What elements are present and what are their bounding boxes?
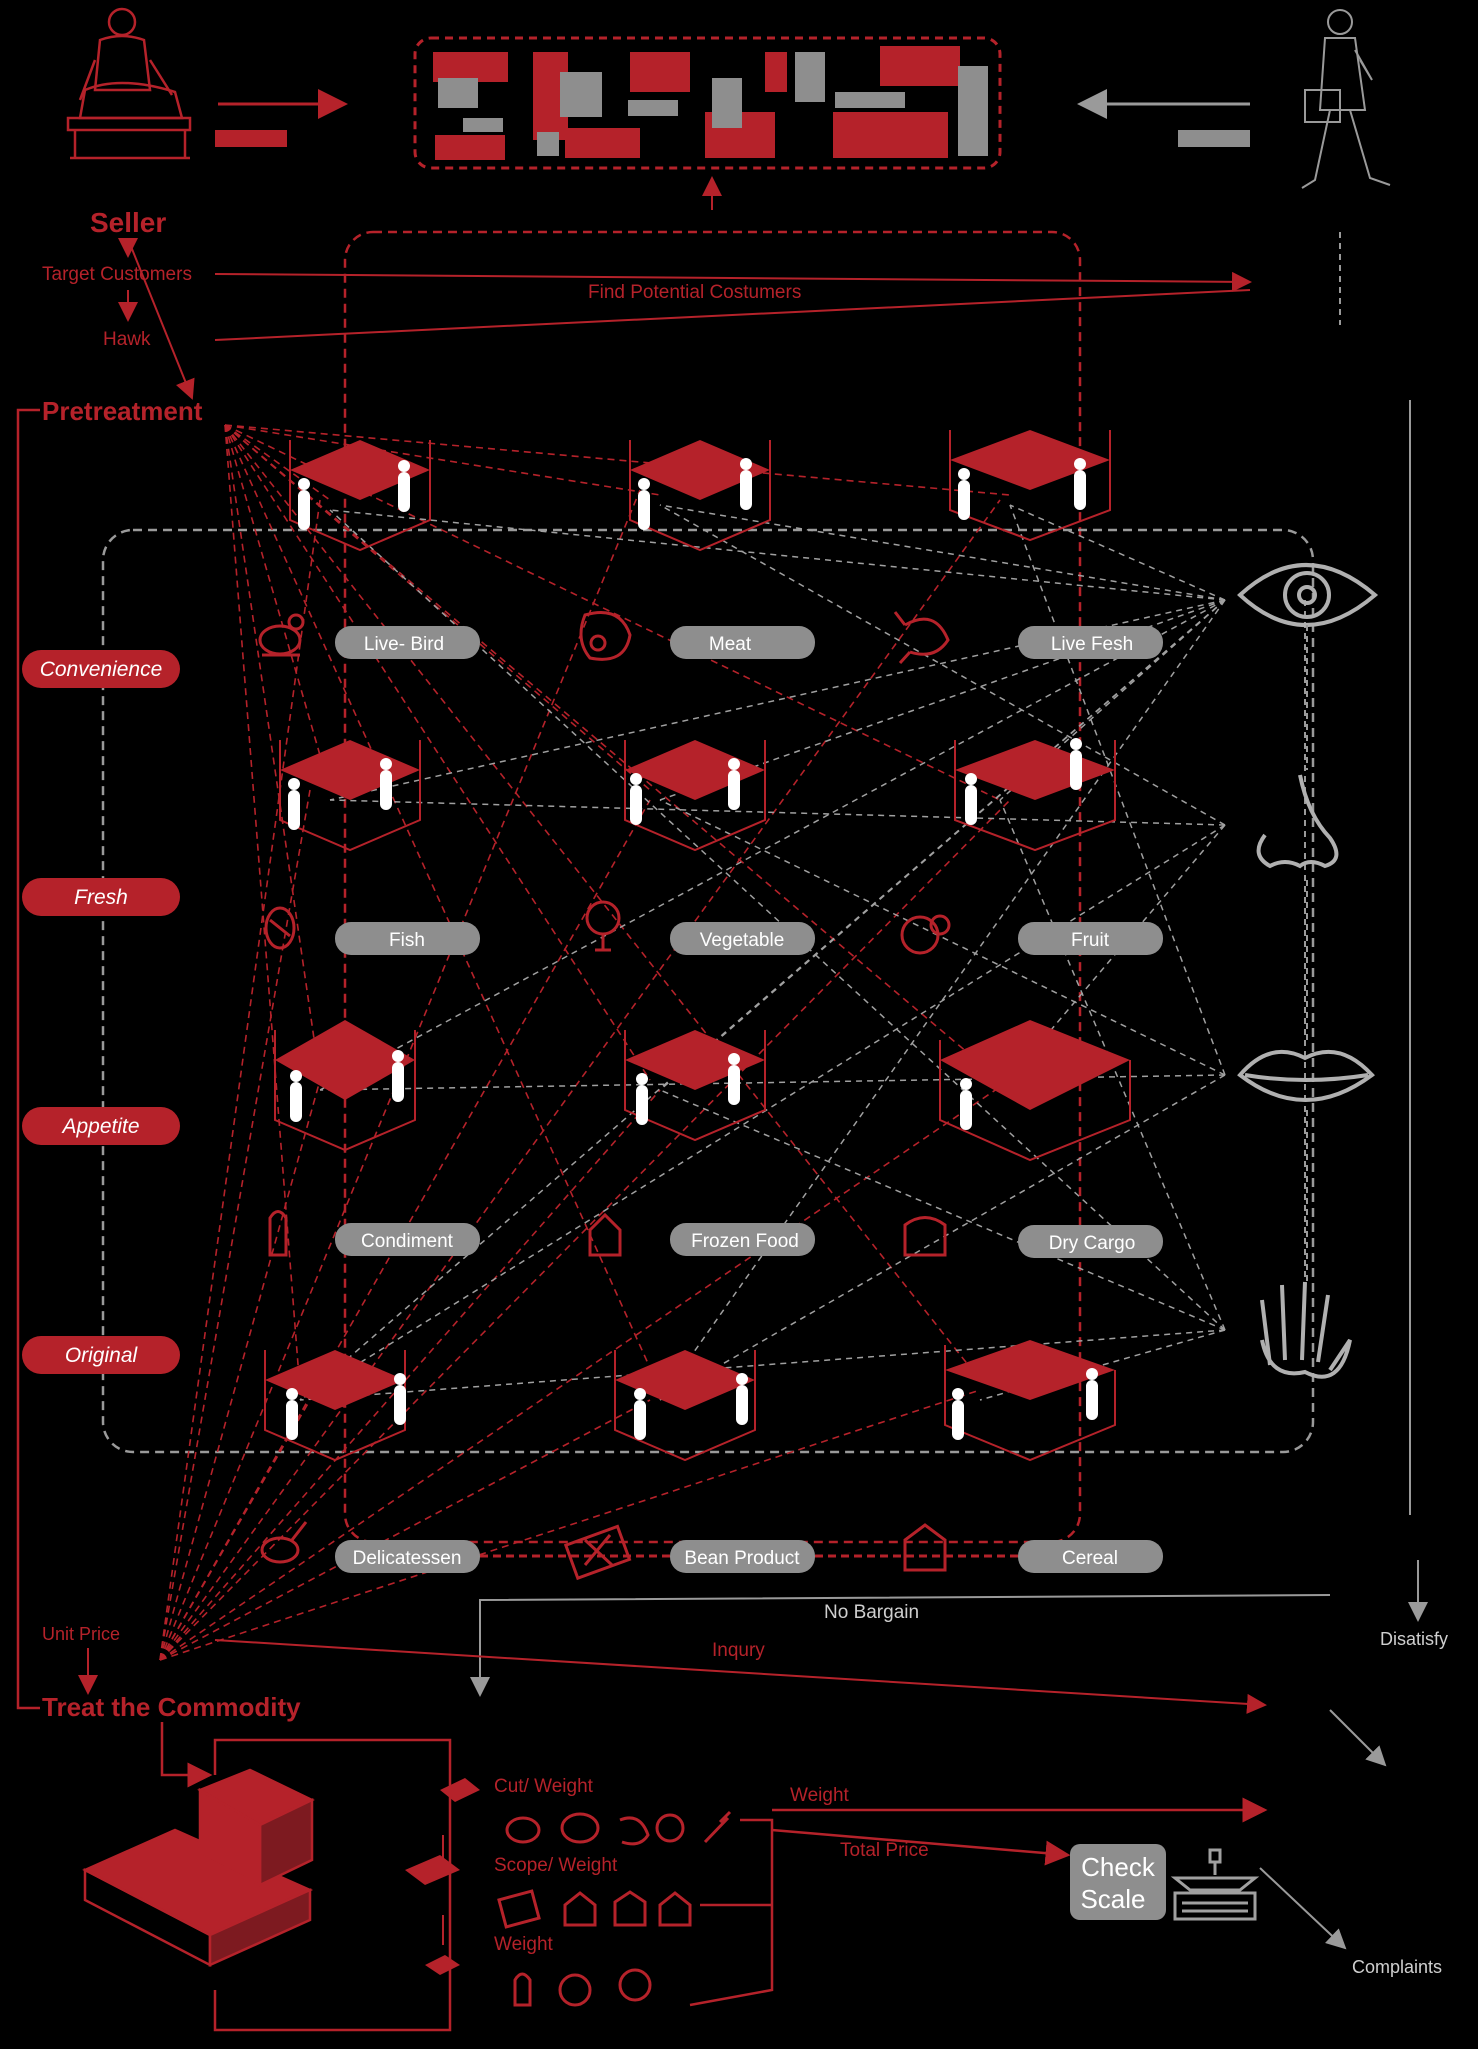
total-price-label: Total Price: [840, 1840, 929, 1861]
svg-text:Fish: Fish: [389, 930, 425, 951]
svg-text:Condiment: Condiment: [361, 1231, 454, 1252]
cat-bean-product: Bean Product: [670, 1540, 815, 1573]
svg-text:Fresh: Fresh: [74, 886, 128, 909]
svg-text:Meat: Meat: [709, 634, 752, 655]
weight-label: Weight: [494, 1934, 554, 1955]
cat-fish: Fish: [335, 922, 480, 955]
target-customers-label: Target Customers: [42, 264, 192, 285]
svg-text:Bean Product: Bean Product: [684, 1548, 800, 1569]
unit-price-label: Unit Price: [42, 1624, 120, 1644]
pretreatment-label: Pretreatment: [42, 396, 203, 426]
stall-cluster-5: [624, 740, 766, 852]
cat-vegetable: Vegetable: [670, 922, 815, 955]
svg-text:Live- Bird: Live- Bird: [364, 634, 444, 655]
hand-icon: [1260, 1281, 1352, 1379]
hawk-label: Hawk: [103, 329, 151, 350]
vegetable-icon: [585, 900, 621, 952]
condiment-icon: [268, 1210, 288, 1257]
svg-text:Appetite: Appetite: [60, 1115, 139, 1138]
meat-icon: [579, 611, 632, 661]
customer-icon: [1301, 9, 1391, 189]
svg-text:Vegetable: Vegetable: [700, 930, 785, 951]
cat-cereal: Cereal: [1018, 1540, 1163, 1573]
seller-icon: [66, 7, 192, 160]
svg-text:Live Fesh: Live Fesh: [1051, 634, 1133, 655]
cat-delicatessen: Delicatessen: [335, 1540, 480, 1573]
attr-fresh: Fresh: [22, 878, 180, 916]
stall-cluster-2: [629, 440, 771, 552]
svg-text:Cereal: Cereal: [1062, 1548, 1118, 1569]
cat-dry-cargo: Dry Cargo: [1018, 1225, 1163, 1258]
svg-text:Check: Check: [1081, 1852, 1156, 1882]
fish-icon: [264, 906, 296, 950]
no-bargain-label: No Bargain: [824, 1602, 919, 1623]
seller-label: Seller: [90, 207, 166, 238]
svg-text:Scale: Scale: [1080, 1884, 1145, 1914]
counter-icon: [82, 1768, 315, 1968]
frozen-food-icon: [588, 1212, 622, 1257]
weight-arrow-label: Weight: [790, 1785, 850, 1806]
bird-icon: [258, 613, 305, 657]
treatment-blocks: [405, 1778, 480, 1975]
cat-frozen-food: Frozen Food: [670, 1223, 815, 1256]
cut-weight-label: Cut/ Weight: [494, 1776, 594, 1797]
attr-original: Original: [22, 1336, 180, 1374]
delicatessen-icon: [260, 1521, 308, 1564]
eye-icon: [1237, 563, 1379, 627]
svg-text:Original: Original: [65, 1344, 139, 1367]
find-potential-label: Find Potential Costumers: [588, 282, 801, 303]
stall-cluster-4: [279, 740, 421, 852]
dry-cargo-icon: [903, 1216, 947, 1257]
scale-icon: [1170, 1848, 1260, 1921]
cat-condiment: Condiment: [335, 1223, 480, 1256]
fish-live-icon: [893, 611, 950, 665]
stall-cluster-9: [939, 1020, 1131, 1162]
cat-live-bird: Live- Bird: [335, 626, 480, 659]
cereal-icon: [903, 1523, 947, 1572]
scope-weight-label: Scope/ Weight: [494, 1855, 618, 1876]
stall-map: [413, 36, 1002, 170]
svg-text:Dry Cargo: Dry Cargo: [1049, 1233, 1136, 1254]
svg-text:Fruit: Fruit: [1071, 930, 1110, 951]
cat-live-fesh: Live Fesh: [1018, 626, 1163, 659]
lips-icon: [1237, 1049, 1375, 1102]
cat-fruit: Fruit: [1018, 922, 1163, 955]
svg-text:Delicatessen: Delicatessen: [353, 1548, 462, 1569]
stall-cluster-8: [624, 1030, 766, 1142]
treat-links: [159, 489, 1011, 1661]
attr-appetite: Appetite: [22, 1107, 180, 1145]
cat-meat: Meat: [670, 626, 815, 659]
disatisfy-label: Disatisfy: [1380, 1629, 1448, 1649]
stall-cluster-12: [944, 1340, 1116, 1462]
nose-icon: [1256, 774, 1339, 869]
stall-cluster-10: [264, 1350, 406, 1462]
process-icons: [497, 1810, 732, 2007]
inqury-label: Inqury: [712, 1640, 765, 1661]
stall-cluster-6: [954, 738, 1116, 852]
complaints-label: Complaints: [1352, 1957, 1442, 1977]
svg-text:Frozen Food: Frozen Food: [691, 1231, 799, 1252]
attr-convenience: Convenience: [22, 650, 180, 688]
treat-commodity-label: Treat the Commodity: [42, 1692, 301, 1722]
stall-cluster-1: [289, 440, 431, 552]
stall-cluster-7: [274, 1020, 416, 1152]
fruit-icon: [900, 914, 951, 955]
stall-cluster-3: [949, 430, 1111, 542]
check-scale-badge: Check Scale: [1070, 1844, 1166, 1920]
stall-cluster-11: [614, 1350, 756, 1462]
bean-product-icon: [563, 1524, 632, 1581]
svg-text:Convenience: Convenience: [40, 658, 163, 681]
